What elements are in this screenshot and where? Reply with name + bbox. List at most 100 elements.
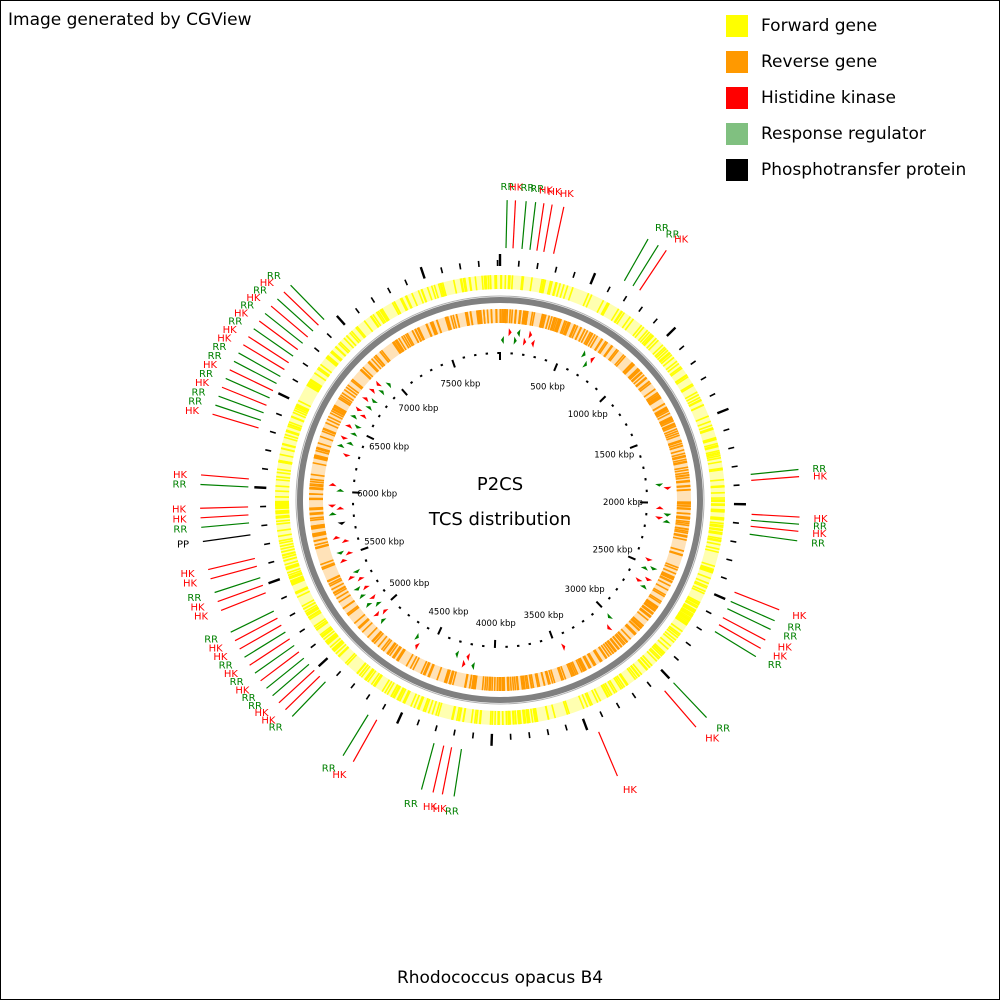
reverse-gene-stripe <box>525 674 530 689</box>
forward-gene-stripe <box>642 654 653 667</box>
forward-gene-stripe <box>648 648 660 660</box>
outer-minor-tick <box>652 318 658 324</box>
inner-minor-tick <box>377 414 381 418</box>
forward-gene-stripe <box>321 628 334 639</box>
reverse-gene-stripe <box>645 599 658 609</box>
callout-line-rr <box>751 519 800 525</box>
inner-major-tick <box>548 630 554 639</box>
forward-gene-stripe <box>349 331 360 344</box>
reverse-gene-stripe <box>625 624 637 636</box>
feature-arrow-rr <box>580 350 586 358</box>
callout-line-rr <box>253 328 294 357</box>
callout-line-hk <box>285 675 321 711</box>
forward-gene-stripe <box>484 275 488 290</box>
reverse-gene-stripe <box>674 528 689 533</box>
reverse-gene-stripe <box>414 328 422 342</box>
reverse-gene-stripe <box>657 412 671 421</box>
forward-gene-stripe <box>283 556 298 562</box>
map-title: P2CS <box>477 474 523 495</box>
reverse-gene-stripe <box>391 341 402 355</box>
reverse-gene-stripe <box>676 484 691 488</box>
forward-gene-stripe <box>656 349 669 361</box>
legend-swatch-pp <box>726 159 748 181</box>
reverse-gene-stripe <box>569 324 577 338</box>
forward-gene-stripe <box>294 407 308 415</box>
reverse-gene-stripe <box>674 526 689 531</box>
reverse-gene-stripe <box>416 327 425 341</box>
forward-gene-stripe <box>280 447 295 453</box>
forward-gene-stripe <box>337 645 349 657</box>
inner-minor-tick <box>594 387 598 391</box>
inner-minor-tick <box>382 588 386 593</box>
reverse-gene-stripe <box>452 314 458 329</box>
callout-line-rr <box>730 600 775 622</box>
reverse-gene-stripe <box>655 408 669 417</box>
reverse-gene-stripe <box>671 452 686 458</box>
callout-label-rr: RR <box>445 806 459 817</box>
legend-swatch-rr <box>726 123 748 145</box>
reverse-gene-stripe <box>675 479 691 483</box>
forward-gene-stripe <box>404 295 413 309</box>
reverse-gene-stripe <box>368 360 380 372</box>
forward-gene-stripe <box>688 399 703 408</box>
reverse-gene-stripe <box>332 405 346 415</box>
callout-line-rr <box>264 312 304 344</box>
reverse-gene-stripe <box>373 632 384 645</box>
callout-line-rr <box>218 395 264 414</box>
reverse-gene-stripe <box>309 483 324 486</box>
reverse-gene-stripe <box>329 579 343 587</box>
forward-gene-stripe <box>596 299 605 314</box>
backbone-outline <box>295 295 705 705</box>
reverse-gene-stripe <box>518 310 522 325</box>
reverse-gene-stripe <box>468 674 473 689</box>
forward-gene-stripe <box>649 647 661 659</box>
forward-gene-stripe <box>462 277 467 292</box>
reverse-gene-stripe <box>609 349 620 362</box>
forward-gene-stripe <box>326 355 339 366</box>
forward-gene-stripe <box>275 519 291 523</box>
reverse-gene-stripe <box>463 673 469 688</box>
forward-gene-stripe <box>424 698 431 713</box>
reverse-gene-stripe <box>633 374 645 385</box>
forward-gene-stripe <box>277 533 292 538</box>
legend-item-response-regulator: Response regulator <box>726 116 966 152</box>
reverse-gene-stripe <box>451 671 457 686</box>
forward-gene-stripe <box>706 541 721 546</box>
reverse-gene-stripe <box>393 340 403 354</box>
reverse-gene-stripe <box>648 396 662 406</box>
outer-tick-ring <box>254 254 746 746</box>
feature-arrow-hk <box>382 609 389 615</box>
callout-line-rr <box>272 663 310 697</box>
reverse-gene-stripe <box>471 675 476 690</box>
callout-label-hk: HK <box>261 715 276 726</box>
reverse-gene-stripe <box>607 639 618 652</box>
forward-gene-stripe <box>324 632 337 643</box>
forward-gene-stripe <box>640 656 651 669</box>
forward-gene-stripe <box>707 456 722 462</box>
reverse-gene-stripe <box>309 484 324 488</box>
callout-label-hk: HK <box>674 235 689 246</box>
forward-gene-stripe <box>302 601 316 610</box>
feature-arrow-hk <box>368 388 375 394</box>
callout-line-hk <box>221 386 267 406</box>
forward-gene-stripe <box>521 276 525 291</box>
callout-line-hk <box>441 747 453 795</box>
feature-arrow-hk <box>342 453 351 458</box>
forward-gene-stripe <box>306 383 320 392</box>
reverse-gene-stripe <box>405 653 414 667</box>
forward-gene-stripe <box>540 279 545 294</box>
forward-gene-stripe <box>584 692 592 707</box>
outer-minor-tick <box>370 297 376 303</box>
feature-arrow-rr <box>455 650 460 659</box>
inner-minor-tick <box>615 587 619 591</box>
reverse-gene-stripe <box>417 326 426 341</box>
inner-minor-tick <box>565 367 569 371</box>
reverse-gene-stripe <box>540 671 546 686</box>
forward-gene-stripe <box>695 415 710 422</box>
reverse-gene-stripe <box>491 676 494 691</box>
outer-major-tick <box>660 668 671 680</box>
forward-gene-stripe <box>399 297 408 312</box>
callout-label-pp: PP <box>177 539 189 550</box>
forward-gene-stripe <box>510 275 514 290</box>
callout-line-hk <box>210 565 258 580</box>
